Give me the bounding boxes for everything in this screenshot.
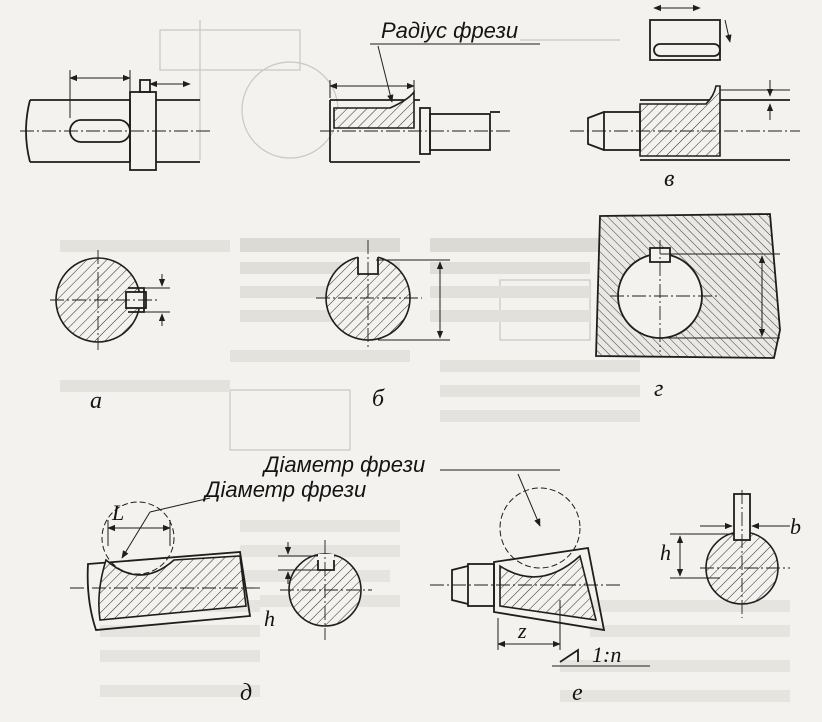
cutter-radius-label: Радіус фрези: [381, 18, 518, 43]
dim-taper: 1:n: [592, 642, 621, 667]
dim-z: z: [517, 618, 527, 643]
figure-a-label: а: [90, 388, 102, 414]
dim-h-e: h: [660, 540, 671, 565]
dim-L: L: [111, 500, 124, 525]
background-bleed: [60, 20, 790, 702]
figure-b-cutter-radius: Радіус фрези: [320, 18, 540, 163]
dim-b: b: [790, 514, 801, 539]
figure-d-disc-cutter: L Діаметр фрези h д: [70, 477, 372, 706]
figure-b-section: б: [316, 240, 450, 412]
figure-g-hub: г: [595, 213, 781, 402]
cutter-diameter-upper-label: Діаметр фрези: [261, 452, 425, 477]
figure-e-taper: Діаметр фрези z 1:n е h b: [261, 452, 801, 706]
cutter-diameter-lower-label: Діаметр фрези: [202, 477, 366, 502]
figure-g-label: г: [654, 376, 663, 402]
dim-h-d: h: [264, 606, 275, 631]
figure-d-label: д: [240, 680, 252, 706]
figure-v-keyway: в: [570, 4, 800, 192]
figure-a-section: а: [50, 250, 170, 414]
figure-b-label: б: [372, 386, 385, 412]
figure-a-shaft-keyway: [20, 70, 210, 171]
figure-v-label: в: [664, 166, 674, 192]
figure-e-label: е: [572, 680, 583, 706]
